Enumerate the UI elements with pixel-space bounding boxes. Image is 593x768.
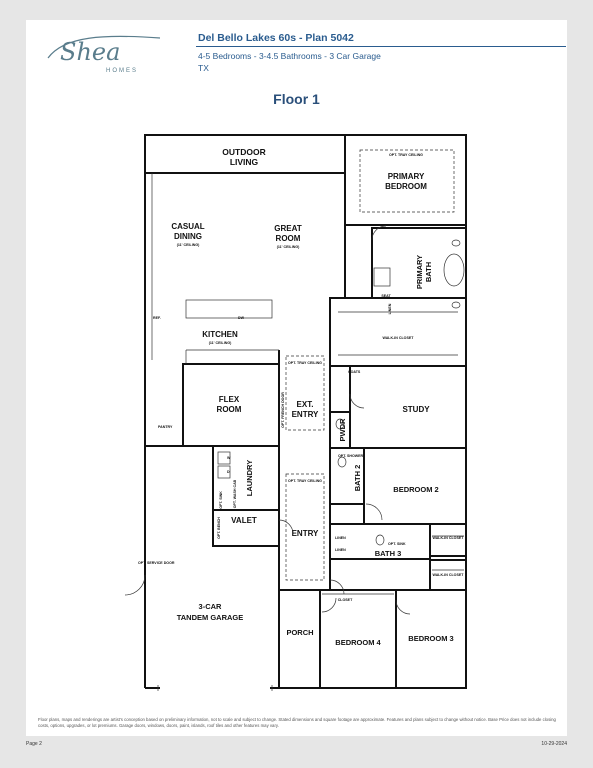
label-bath-3: BATH 3 xyxy=(375,549,402,558)
label-outdoor-living-1: OUTDOOR xyxy=(222,147,265,157)
label-dw: DW xyxy=(238,316,245,320)
label-casual-dining-1: CASUAL xyxy=(171,222,204,231)
label-opt-tray-ceiling-3: OPT. TRAY CEILING xyxy=(288,479,322,483)
label-linen-1: LINEN xyxy=(335,536,346,540)
label-opt-sink-bath3: OPT. SINK xyxy=(388,542,406,546)
label-washer: W xyxy=(227,456,231,460)
label-opt-bench: OPT. BENCH xyxy=(217,517,221,539)
shea-homes-logo: Shea HOMES xyxy=(47,35,161,74)
label-opt-shower: OPT. SHOWER xyxy=(338,454,364,458)
plan-title: Del Bello Lakes 60s - Plan 5042 xyxy=(198,32,354,44)
label-kitchen: KITCHEN xyxy=(202,330,238,339)
label-entry: ENTRY xyxy=(292,529,319,538)
label-opt-sink-laundry: OPT. SINK xyxy=(219,491,223,509)
label-opt-service-door: OPT. SERVICE DOOR xyxy=(138,561,175,565)
plan-specs: 4-5 Bedrooms - 3-4.5 Bathrooms - 3 Car G… xyxy=(198,51,381,61)
label-walk-in-closet: WALK-IN CLOSET xyxy=(383,336,415,340)
label-linen-2: LINEN xyxy=(335,548,346,552)
logo-subtitle: HOMES xyxy=(106,68,138,74)
label-garage-2: TANDEM GARAGE xyxy=(177,613,244,622)
label-opt-tray-ceiling-2: OPT. TRAY CEILING xyxy=(288,361,322,365)
label-bedroom-4: BEDROOM 4 xyxy=(335,638,381,647)
label-primary-bath-2: BATH xyxy=(424,262,433,282)
plan-sheet: Shea HOMES Del Bello Lakes 60s - Plan 50… xyxy=(26,20,567,736)
label-casual-dining-2: DINING xyxy=(174,232,202,241)
label-flex-room-1: FLEX xyxy=(219,395,240,404)
label-porch: PORCH xyxy=(286,628,313,637)
print-date: 10-29-2024 xyxy=(541,741,567,747)
header-rule xyxy=(196,46,566,47)
label-great-room-1: GREAT xyxy=(274,224,302,233)
label-walk-in-closet-3: WALK-IN CLOSET xyxy=(433,573,465,577)
disclaimer: Floor plans, maps and renderings are art… xyxy=(38,717,556,728)
label-flex-room-2: ROOM xyxy=(217,405,242,414)
label-primary-bedroom-1: PRIMARY xyxy=(388,172,425,181)
label-seat: SEAT xyxy=(381,294,391,298)
label-pantry: PANTRY xyxy=(158,425,173,429)
label-linen-primary: LINEN xyxy=(388,303,392,314)
label-bath-2: BATH 2 xyxy=(353,465,362,492)
label-valet: VALET xyxy=(231,516,257,525)
label-opt-tray-ceiling: OPT. TRAY CEILING xyxy=(389,153,423,157)
label-bedroom-2: BEDROOM 2 xyxy=(393,485,438,494)
label-opt-french-door: OPT. FRENCH DOOR xyxy=(281,392,285,428)
page-number: Page 2 xyxy=(26,741,42,747)
label-walk-in-closet-2: WALK-IN CLOSET xyxy=(433,536,465,540)
label-dryer: D xyxy=(227,470,230,474)
label-study: STUDY xyxy=(402,405,430,414)
floor-plan: OUTDOOR LIVING PRIMARY BEDROOM CASUAL DI… xyxy=(124,134,467,691)
label-laundry: LAUNDRY xyxy=(245,460,254,496)
label-ext-entry-2: ENTRY xyxy=(292,410,319,419)
label-great-room-2: ROOM xyxy=(276,234,301,243)
label-dining-ceiling: (11' CEILING) xyxy=(177,243,200,247)
label-ext-entry-1: EXT. xyxy=(297,400,314,409)
label-closet: CLOSET xyxy=(338,598,353,602)
label-outdoor-living-2: LIVING xyxy=(230,157,259,167)
logo-wordmark: Shea xyxy=(60,38,120,66)
floor-title: Floor 1 xyxy=(273,91,320,107)
label-primary-bath-1: PRIMARY xyxy=(415,255,424,289)
label-great-room-ceiling: (11' CEILING) xyxy=(277,245,300,249)
label-pwdr: PWDR xyxy=(338,418,347,441)
label-coats: COATS xyxy=(348,370,361,374)
label-opt-wash-cab: OPT. WASH CAB xyxy=(233,479,237,508)
header: Shea HOMES Del Bello Lakes 60s - Plan 50… xyxy=(26,20,567,84)
plan-state: TX xyxy=(198,63,209,73)
label-kitchen-ceiling: (11' CEILING) xyxy=(209,341,232,345)
label-primary-bedroom-2: BEDROOM xyxy=(385,182,427,191)
label-garage-1: 3-CAR xyxy=(199,602,223,611)
label-ref: REF. xyxy=(153,316,161,320)
label-bedroom-3: BEDROOM 3 xyxy=(408,634,453,643)
